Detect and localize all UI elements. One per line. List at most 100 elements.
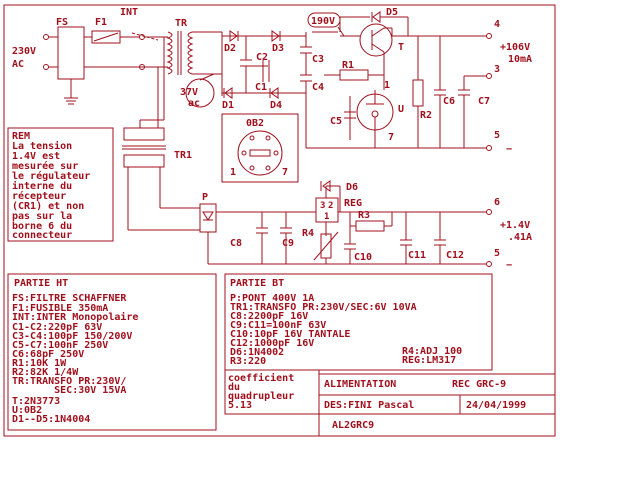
terminal-5b-sign: −: [506, 260, 512, 271]
label-d3: D3: [272, 43, 284, 54]
partie-ht-line: TR:TRANSFO PR:230V/: [12, 376, 126, 387]
remark-line: mesurée sur: [12, 160, 78, 172]
mains-voltage: 230V: [12, 46, 36, 57]
remark-line: borne 6 du: [12, 221, 72, 232]
partie-bt-line: C10:10pF 16V TANTALE: [230, 329, 350, 340]
terminal-6: 6: [494, 197, 500, 208]
partie-bt-line: C12:1000pF 16V: [230, 338, 314, 349]
remark-line: (CR1) et non: [12, 201, 84, 212]
label-t-pin7: 7: [388, 132, 394, 143]
label-c6: C6: [443, 96, 455, 107]
output-lv-voltage: +1.4V: [500, 220, 530, 231]
label-37v: 37V: [180, 87, 198, 98]
label-reg-pin2: 2: [328, 201, 333, 211]
label-d2: D2: [224, 43, 236, 54]
transistor-t: [359, 23, 393, 57]
label-tr: TR: [175, 18, 188, 29]
title-block-title: ALIMENTATION: [324, 379, 396, 390]
quadrupler-note: coefficient du quadrupleur 5.13: [228, 372, 294, 411]
output-hv-voltage: +106V: [500, 42, 530, 53]
partie-ht-line: C6:68pF 250V: [12, 349, 84, 360]
label-r1: R1: [342, 60, 354, 71]
diode-d3: [271, 30, 281, 42]
remark-line: interne du: [12, 180, 72, 192]
transformer-tr1: [123, 127, 165, 141]
output-hv-current: 10mA: [508, 54, 532, 65]
regulator-reg: [315, 197, 339, 223]
terminal-5a-sign: −: [506, 144, 512, 155]
partie-ht-line: R1:10K 1W: [12, 358, 67, 369]
title-block-date: 24/04/1999: [466, 400, 526, 411]
terminal-5b: 5: [494, 248, 500, 259]
remark-title: REM: [12, 131, 30, 142]
remark-line: pas sur la: [12, 211, 72, 222]
terminal-5a: 5: [494, 130, 500, 141]
partie-ht-line: F1:FUSIBLE 350mA: [12, 303, 108, 314]
diode-d5: [371, 11, 381, 23]
label-fs: FS: [56, 17, 68, 28]
label-d4: D4: [270, 100, 282, 111]
partie-bt-line: TR1:TRANSFO PR:230V/SEC:6V 10VA: [230, 302, 417, 313]
partie-bt-r3: R3:220: [230, 356, 266, 367]
transformer-tr: [166, 31, 173, 75]
partie-ht-line: R2:82K 1/4W: [12, 367, 79, 378]
note-line: 5.13: [228, 400, 252, 411]
label-c7: C7: [478, 96, 490, 107]
resistor-r3: [355, 220, 385, 232]
title-block-text: ALIMENTATION REC GRC-9 DES:FINI Pascal 2…: [324, 379, 526, 431]
note-line: du: [228, 382, 240, 393]
diode-d4: [269, 87, 279, 99]
output-lv-current: .41A: [508, 232, 532, 243]
diode-d1: [223, 87, 233, 99]
resistor-r1: [339, 69, 369, 81]
label-190v: 190V: [311, 16, 335, 27]
label-reg-pin3: 3: [320, 201, 325, 211]
label-d5: D5: [386, 7, 398, 18]
label-r3: R3: [358, 210, 370, 221]
partie-bt-line: C9:C11=100nF 63V: [230, 320, 326, 331]
remark-line: connecteur: [12, 230, 72, 241]
remark-line: La tension: [12, 140, 72, 152]
terminal-3: 3: [494, 64, 500, 75]
label-int: INT: [120, 7, 138, 18]
title-block: [318, 373, 556, 437]
label-c9: C9: [282, 238, 294, 249]
ob2-socket-box: [221, 113, 299, 183]
label-reg: REG: [344, 198, 362, 209]
label-tr1: TR1: [174, 150, 192, 161]
partie-ht-line: C3-C4:100pF 150/200V: [12, 331, 132, 342]
partie-bt-reg: REG:LM317: [402, 355, 456, 366]
title-block-ref: REC GRC-9: [452, 379, 506, 390]
partie-ht-title: PARTIE HT: [14, 278, 68, 289]
partie-bt: PARTIE BT P:PONT 400V 1A TR1:TRANSFO PR:…: [230, 278, 462, 367]
label-c8: C8: [230, 238, 242, 249]
remark: REM La tension 1.4V est mesurée sur le r…: [12, 131, 90, 241]
partie-ht-line: U:0B2: [12, 405, 42, 416]
remark-line: récepteur: [12, 190, 66, 202]
filter-fs: [57, 26, 85, 80]
terminal-4: 4: [494, 19, 500, 30]
bridge-p: [199, 203, 217, 233]
label-f1: F1: [95, 17, 107, 28]
partie-bt-line: C8:2200pF 16V: [230, 311, 308, 322]
label-d6: D6: [346, 182, 358, 193]
remark-line: 1.4V est: [12, 151, 60, 162]
label-c10: C10: [354, 252, 372, 263]
partie-ht-line: C5-C7:100nF 250V: [12, 340, 108, 351]
remark-box: [7, 127, 114, 242]
output-terminals: 4 +106V 10mA 3 5 − 6 +1.4V .41A 5 −: [494, 19, 532, 271]
partie-ht-line: T:2N3773: [12, 396, 60, 407]
label-c11: C11: [408, 250, 426, 261]
partie-bt-d6: D6:1N4002: [230, 347, 284, 358]
partie-bt-line: P:PONT 400V 1A: [230, 293, 314, 304]
label-c2: C2: [256, 52, 268, 63]
remark-line: le régulateur: [12, 170, 90, 182]
label-u: U: [398, 104, 404, 115]
partie-ht-box: [7, 273, 217, 431]
partie-ht-line: D1--D5:1N4004: [12, 414, 90, 425]
label-ob2: 0B2: [246, 118, 264, 129]
label-r2: R2: [420, 110, 432, 121]
diode-d6: [320, 180, 331, 192]
label-t: T: [398, 42, 404, 53]
